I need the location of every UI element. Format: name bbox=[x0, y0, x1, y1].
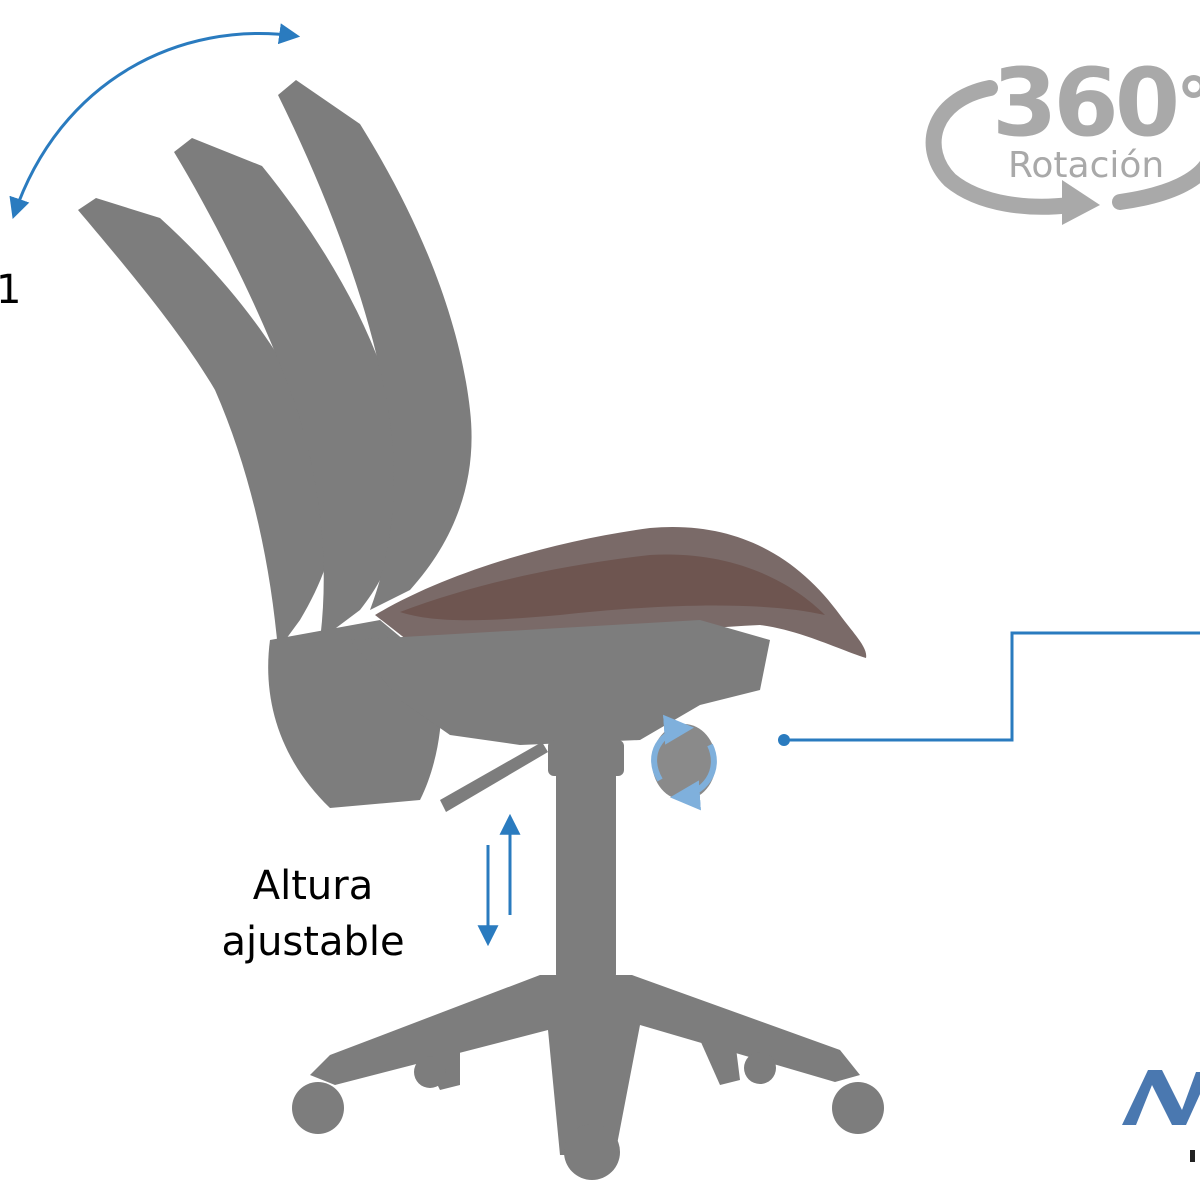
height-adjustable-label: Altura ajustable bbox=[218, 858, 408, 970]
seat-mechanism bbox=[350, 620, 770, 745]
rotate-arrows-icon bbox=[651, 714, 717, 811]
rotation-number: 360° bbox=[992, 49, 1200, 158]
caster-left bbox=[292, 1082, 344, 1134]
height-lever bbox=[440, 742, 548, 812]
office-chair bbox=[78, 80, 884, 1180]
backrest-position-2 bbox=[174, 138, 405, 640]
seat-cushion bbox=[400, 554, 825, 621]
left-cut-label: 1 bbox=[0, 267, 22, 313]
gas-cylinder bbox=[556, 770, 616, 980]
height-label-line-2: ajustable bbox=[221, 919, 405, 965]
tilt-knob bbox=[652, 724, 716, 800]
brand-logo-icon bbox=[1122, 1070, 1200, 1162]
height-label-line-1: Altura bbox=[252, 863, 374, 909]
rotation-arrow-head bbox=[1062, 180, 1100, 225]
callout-line bbox=[778, 631, 1200, 746]
backrest-position-3 bbox=[278, 80, 472, 610]
rotation-word: Rotación bbox=[1008, 145, 1165, 186]
chair-base bbox=[310, 975, 860, 1155]
backrest-position-1 bbox=[78, 198, 336, 650]
caster-right bbox=[832, 1082, 884, 1134]
caster-front bbox=[564, 1124, 620, 1180]
rotation-360-icon bbox=[925, 80, 1200, 215]
curved-double-arrow-icon bbox=[9, 23, 301, 219]
up-down-arrows-icon bbox=[477, 813, 521, 947]
